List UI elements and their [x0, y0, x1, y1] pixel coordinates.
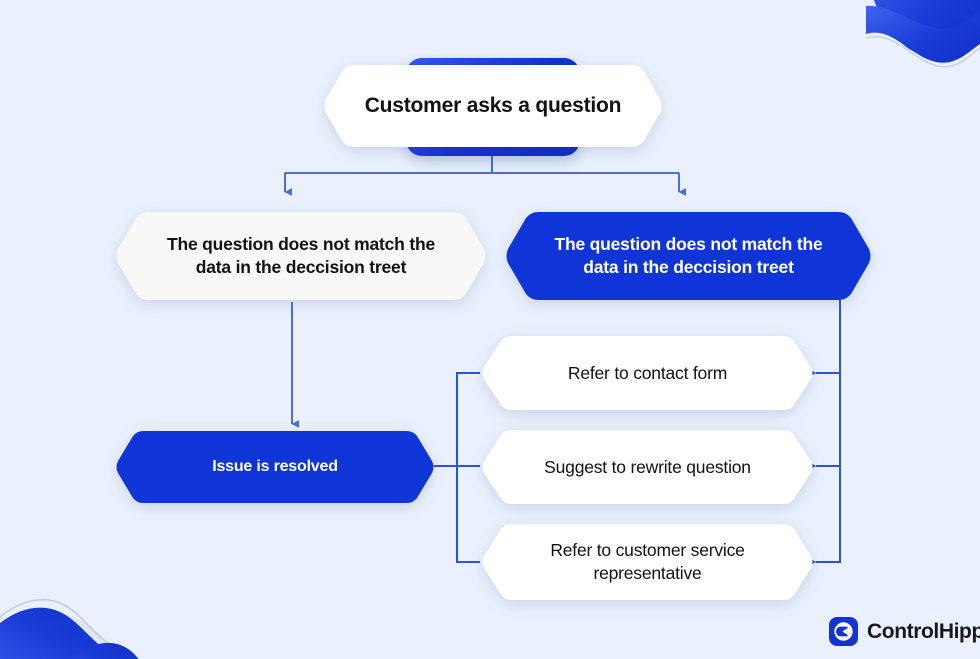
edge-right-to-contact-form: [808, 300, 841, 377]
node-issue-resolved[interactable]: Issue is resolved: [115, 429, 435, 505]
node-contact-form-label: Refer to contact form: [567, 362, 728, 383]
node-customer-service[interactable]: Refer to customer service representative: [481, 522, 814, 602]
node-no-match-left-label: The question does not match the data in …: [167, 234, 435, 277]
node-no-match-left[interactable]: The question does not match the data in …: [115, 210, 487, 302]
edge-bracket-collect: [456, 372, 480, 563]
node-start[interactable]: Customer asks a question: [323, 63, 663, 149]
edge-right-to-customer-service: [808, 466, 841, 566]
node-contact-form[interactable]: Refer to contact form: [481, 334, 814, 412]
node-rewrite-question-label: Suggest to rewrite question: [544, 456, 751, 477]
controlhippo-wordmark: ControlHippo: [867, 619, 980, 643]
controlhippo-mark-icon: [829, 617, 858, 646]
node-issue-resolved-label: Issue is resolved: [212, 457, 338, 475]
node-no-match-right[interactable]: The question does not match the data in …: [505, 210, 872, 302]
controlhippo-logo: ControlHippo: [829, 617, 980, 646]
node-rewrite-question[interactable]: Suggest to rewrite question: [481, 428, 814, 506]
edge-right-to-rewrite: [808, 373, 841, 470]
node-no-match-right-label: The question does not match the data in …: [554, 234, 823, 277]
node-customer-service-label: Refer to customer service representative: [550, 540, 745, 583]
node-start-label: Customer asks a question: [364, 94, 622, 118]
